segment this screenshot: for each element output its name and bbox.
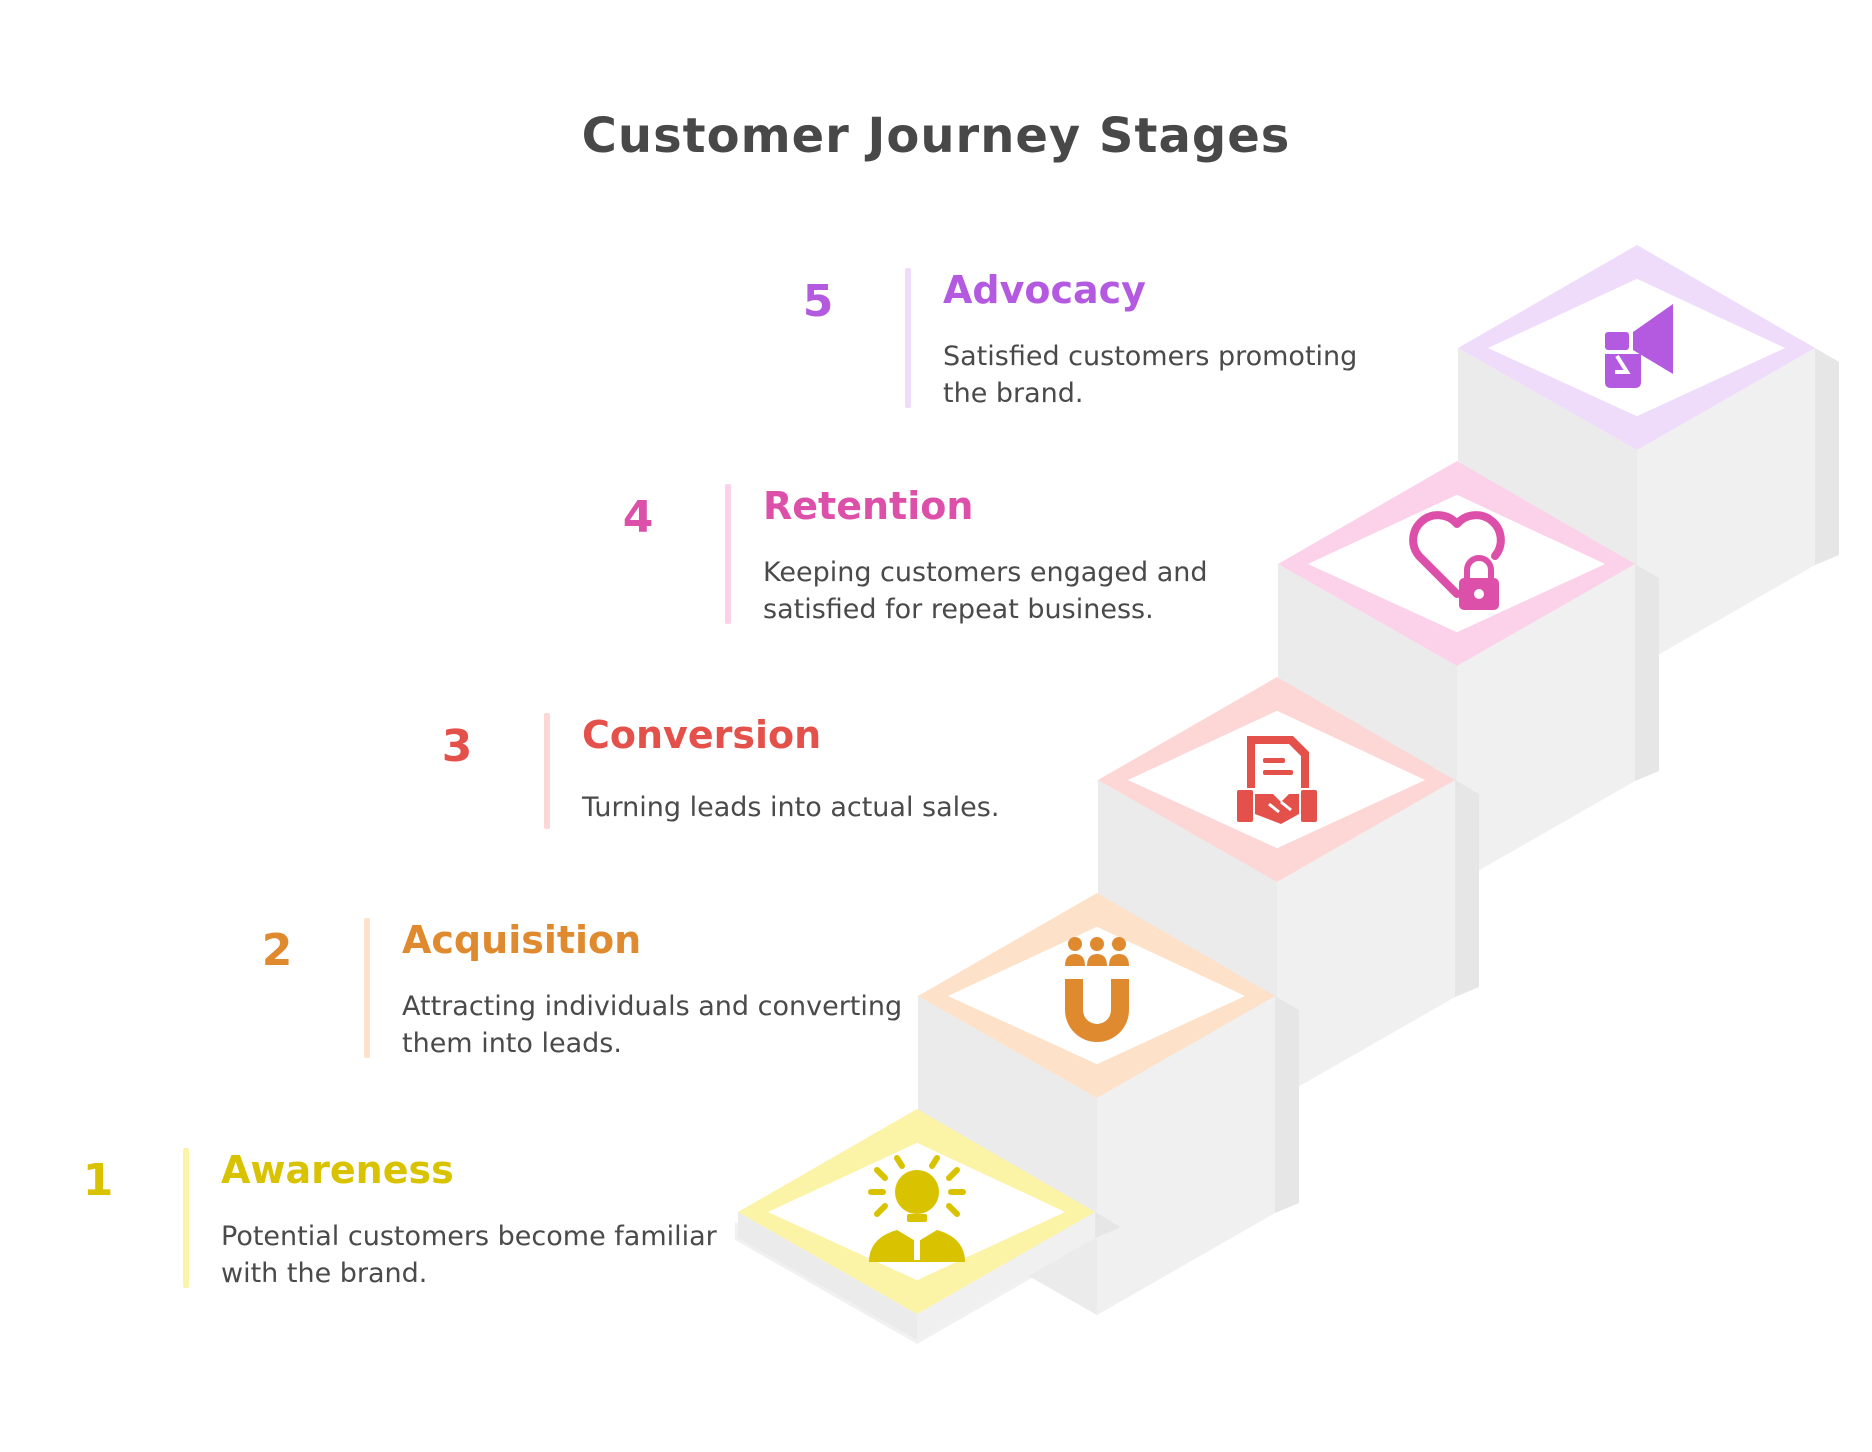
step-advocacy xyxy=(1458,245,1839,667)
step-edge xyxy=(1635,564,1659,781)
stage-number: 2 xyxy=(261,925,293,976)
stage-divider xyxy=(183,1148,189,1288)
stage-description: Turning leads into actual sales. xyxy=(582,792,1000,823)
contract-handshake-icon xyxy=(1237,736,1317,824)
stage-divider xyxy=(905,268,911,408)
stage-number: 3 xyxy=(441,721,473,772)
stage-number: 5 xyxy=(802,276,834,327)
magnet-people-icon xyxy=(1065,937,1129,1042)
step-conversion xyxy=(1098,677,1479,1099)
stage-title: Retention xyxy=(763,484,974,528)
step-tread xyxy=(1307,494,1606,633)
step-tread xyxy=(947,926,1246,1065)
heart-lock-icon xyxy=(1409,511,1505,610)
stage-divider xyxy=(544,713,550,829)
stage-number: 1 xyxy=(82,1155,114,1206)
page-title: Customer Journey Stages xyxy=(581,108,1291,164)
stage-divider xyxy=(725,484,731,624)
stage-description: Satisfied customers promoting the brand. xyxy=(943,341,1358,409)
stage-title: Advocacy xyxy=(943,268,1146,312)
stage-title: Awareness xyxy=(221,1148,454,1192)
step-riser-right xyxy=(917,1212,1119,1340)
step-riser-right xyxy=(1637,348,1839,667)
stage-description: Potential customers become familiar with… xyxy=(221,1221,717,1289)
stage-number: 4 xyxy=(622,492,654,543)
step-acquisition xyxy=(918,893,1299,1315)
stage-divider xyxy=(364,918,370,1058)
step-tread xyxy=(1127,710,1426,849)
step-edge xyxy=(1095,1212,1119,1238)
step-edge xyxy=(1455,780,1479,997)
stage-description: Attracting individuals and converting th… xyxy=(402,991,903,1059)
step-riser-right xyxy=(1277,780,1479,1099)
step-riser-left xyxy=(738,1212,917,1340)
lightbulb-person-icon xyxy=(868,1155,966,1262)
step-awareness xyxy=(738,1109,1119,1340)
megaphone-icon xyxy=(1605,304,1673,388)
step-riser-right xyxy=(1097,996,1299,1315)
step-riser-right xyxy=(1457,564,1659,883)
stage-description: Keeping customers engaged and satisfied … xyxy=(763,557,1208,625)
stage-title: Conversion xyxy=(582,713,822,757)
step-edge xyxy=(1815,348,1839,565)
step-edge xyxy=(1275,996,1299,1213)
stage-title: Acquisition xyxy=(402,918,642,962)
